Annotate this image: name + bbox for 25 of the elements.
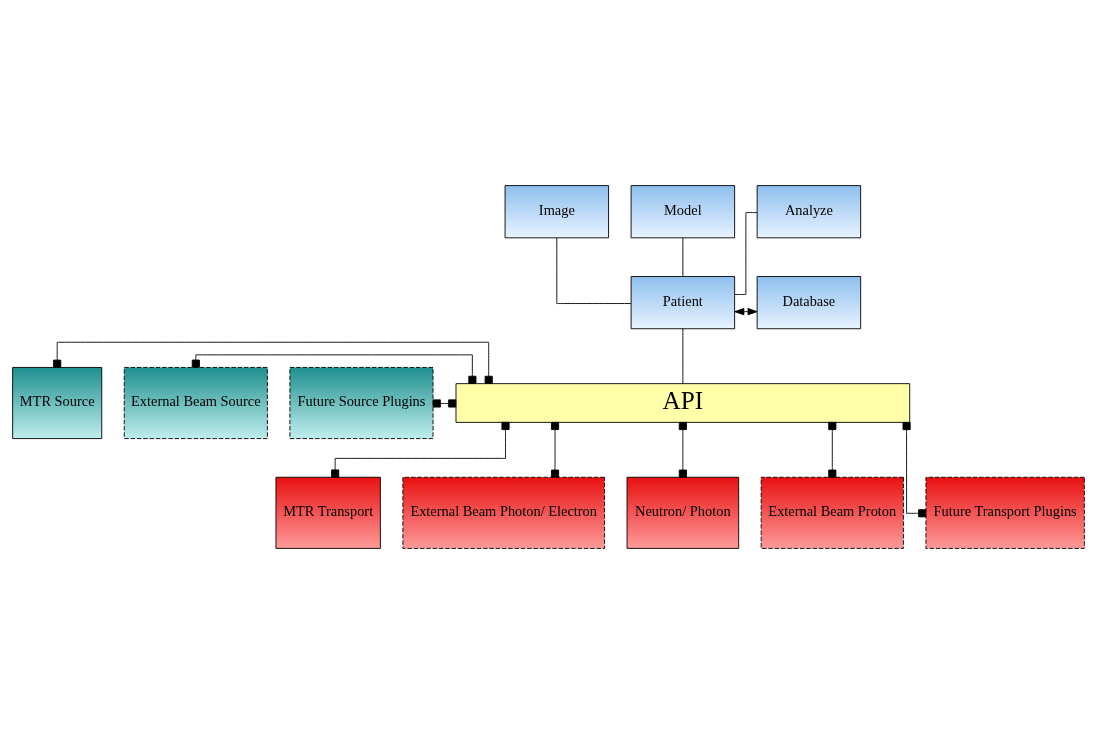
node-box: Future Transport Plugins [925, 476, 1085, 549]
node-box: Database [756, 276, 862, 330]
connector [734, 212, 758, 295]
connector [678, 421, 687, 478]
node-box: MTR Transport [275, 476, 381, 549]
node-box: Model [630, 185, 736, 239]
node-box: Analyze [756, 185, 862, 239]
connector [191, 354, 477, 384]
node-box: API [455, 383, 911, 423]
connector [331, 421, 510, 478]
node-box: Patient [630, 276, 736, 330]
node-box: External Beam Source [123, 367, 268, 439]
node-box: External Beam Photon/ Electron [402, 476, 605, 549]
node-box: Image [504, 185, 610, 239]
connector [432, 399, 457, 408]
connector [550, 421, 560, 478]
node-box: External Beam Proton [760, 476, 904, 549]
connector [682, 237, 684, 277]
connector [556, 237, 632, 304]
connector [53, 341, 493, 384]
connector [902, 422, 927, 518]
node-box: MTR Source [12, 367, 103, 439]
node-box: Neutron/ Photon [626, 476, 740, 549]
node-box: Future Source Plugins [289, 367, 434, 439]
connector [682, 328, 684, 384]
